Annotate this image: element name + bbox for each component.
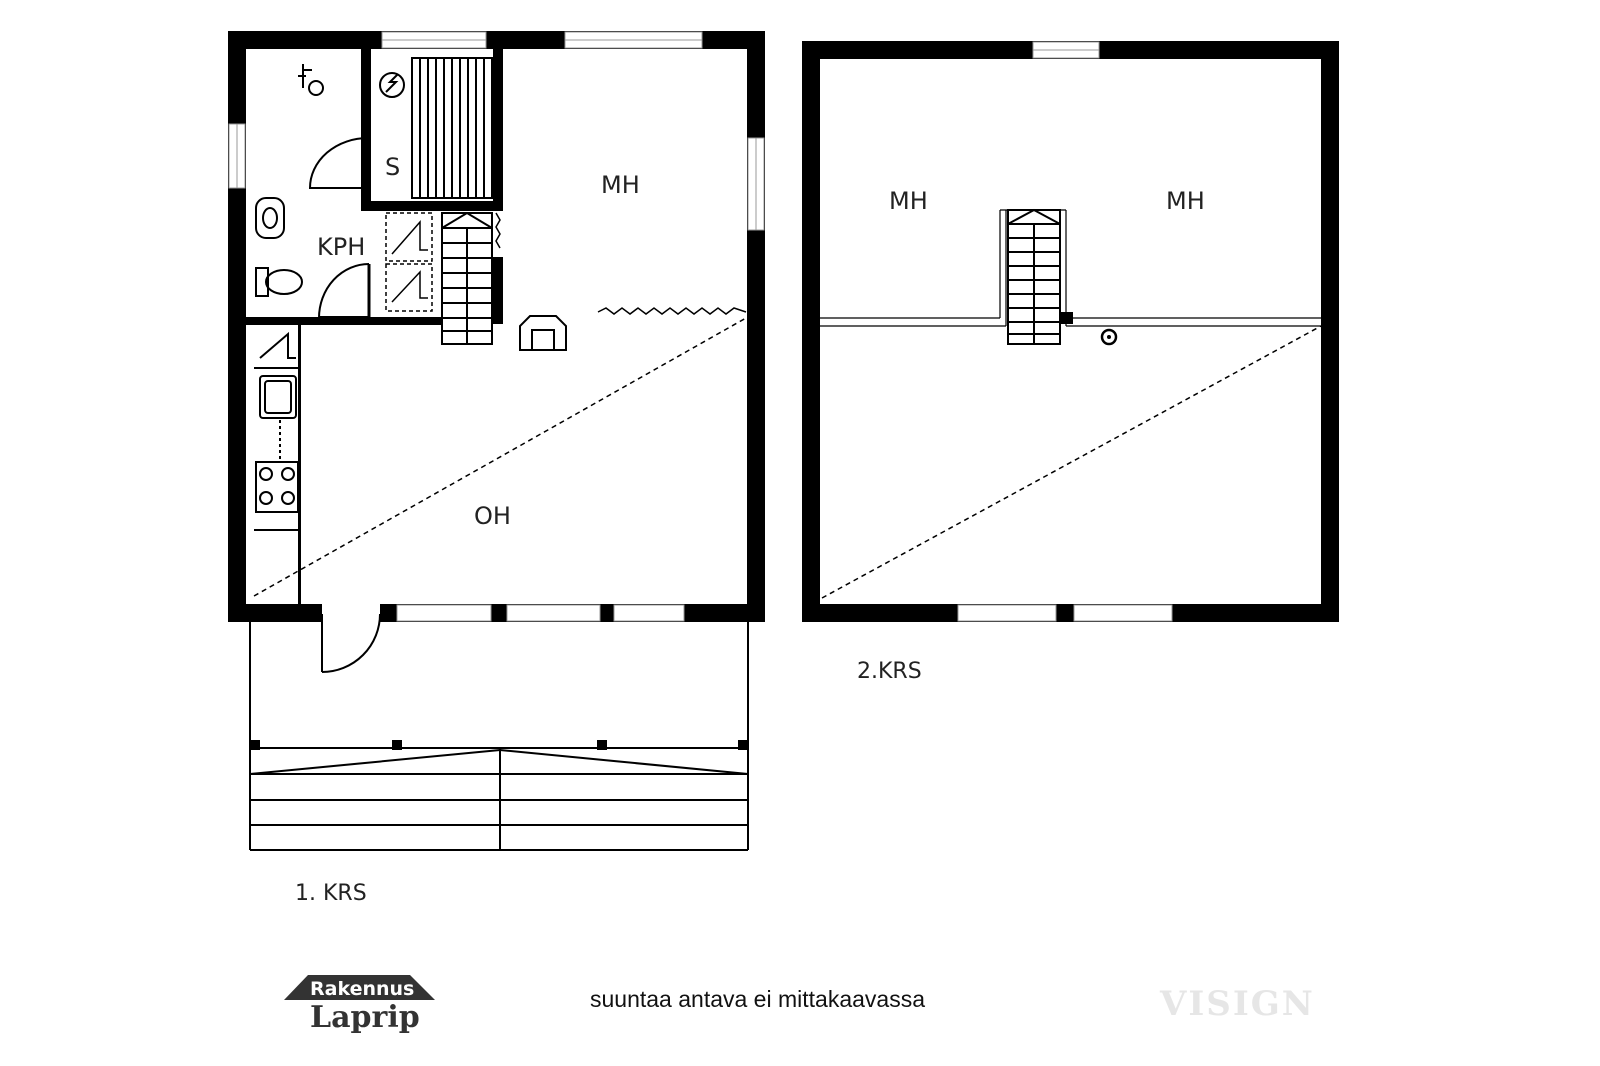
sauna-wall-left (361, 49, 371, 211)
room-label-mh-left: MH (889, 187, 928, 215)
ceiling-line (253, 317, 747, 597)
floor2-outer-wall (802, 41, 1339, 622)
entrance-door (321, 613, 381, 673)
room-label-s: S (385, 153, 400, 181)
window (957, 604, 1057, 622)
loft-railing (820, 209, 1321, 327)
room-label-mh-right: MH (1166, 187, 1205, 215)
sauna-stove-icon (379, 72, 405, 98)
floor1-plan: MH KPH S OH 1. KRS (228, 31, 765, 906)
stair-wall (493, 257, 503, 324)
chimney-icon (1100, 328, 1118, 346)
kitchen-edge (298, 325, 301, 605)
floor1-label: 1. KRS (295, 881, 367, 906)
logo-top-text: Rakennus (310, 978, 414, 1000)
staircase (441, 211, 501, 345)
staircase (1007, 208, 1061, 345)
terrace (249, 612, 749, 851)
watermark: VISIGN (1159, 984, 1315, 1024)
room-label-kph: KPH (317, 233, 365, 261)
terrace-posts (250, 740, 748, 750)
scale-note: suuntaa antava ei mittakaavassa (590, 986, 925, 1012)
room-label-mh: MH (601, 171, 640, 199)
fireplace-icon (519, 315, 567, 351)
toilet-icon (255, 267, 303, 297)
kitchen-counter (254, 331, 299, 531)
entrance-opening (322, 602, 380, 622)
floor2-plan: MH MH 2.KRS (802, 41, 1339, 684)
washbasin-icon (255, 197, 285, 239)
window (1073, 604, 1173, 622)
sauna-bench (411, 57, 493, 199)
room-label-oh: OH (474, 502, 511, 530)
ceiling-line (821, 325, 1322, 599)
floor2-label: 2.KRS (857, 659, 922, 684)
window (613, 604, 685, 622)
kph-wall-bottom (246, 317, 442, 325)
shower-icon (298, 64, 324, 96)
post (1061, 312, 1073, 324)
storage-cabinet (385, 212, 433, 312)
window (396, 604, 492, 622)
logo-bottom-text: Laprip (310, 1000, 420, 1035)
sauna-wall-right (493, 49, 503, 211)
floor1-outer-wall (228, 31, 765, 622)
loft-edge-line (597, 307, 747, 315)
company-logo: Rakennus Laprip (284, 975, 435, 1035)
sauna-wall-bottom (361, 201, 503, 211)
bathroom-door (308, 137, 371, 320)
window (506, 604, 601, 622)
